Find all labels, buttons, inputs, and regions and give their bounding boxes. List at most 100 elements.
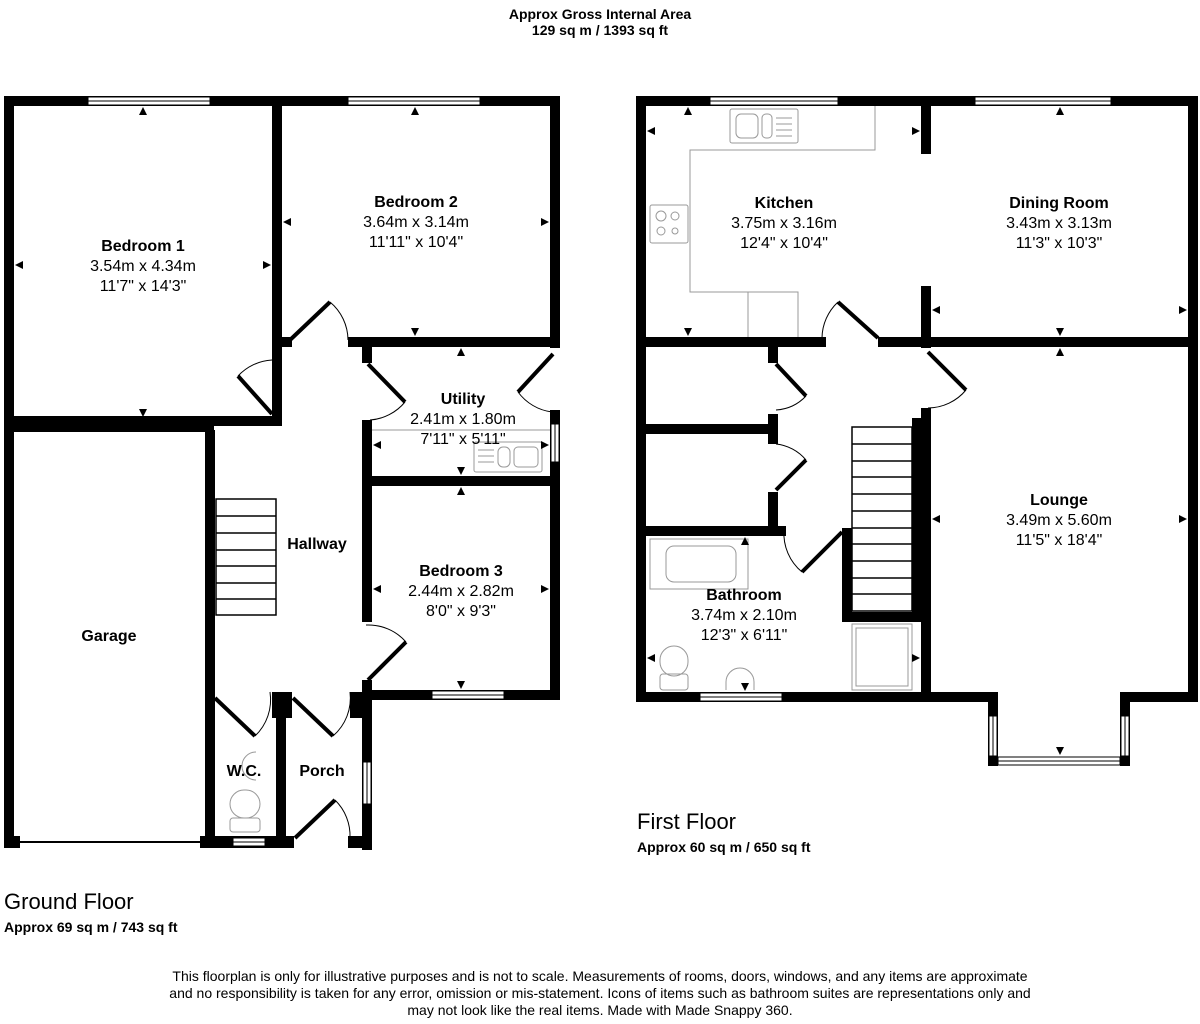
room-name-porch: Porch	[299, 763, 344, 780]
wall	[4, 416, 282, 426]
room-name-bedroom-2: Bedroom 2	[374, 194, 458, 211]
wall	[842, 528, 852, 620]
gross-area-title: Approx Gross Internal Area	[508, 6, 692, 22]
first-floor-measure-arrows	[647, 107, 1187, 755]
wall	[362, 347, 372, 363]
first-floor-name: First Floor	[637, 809, 736, 834]
room-metric-kitchen: 3.75m x 3.16m	[731, 215, 837, 232]
front-door	[293, 798, 337, 840]
wall	[362, 486, 372, 622]
room-name-hallway: Hallway	[287, 536, 347, 553]
wall	[768, 414, 778, 444]
utility-sink-icon	[473, 441, 543, 473]
wc-toilet-icon	[229, 789, 261, 819]
wall	[878, 337, 1198, 347]
disclaimer: This floorplan is only for illustrative …	[160, 968, 1040, 1019]
first-floor-stairs	[851, 426, 913, 612]
wall	[768, 492, 778, 530]
wall	[550, 96, 560, 348]
room-metric-bedroom-3: 2.44m x 2.82m	[408, 583, 514, 600]
kitchen-sink-icon	[729, 108, 799, 144]
room-name-bedroom-3: Bedroom 3	[419, 563, 503, 580]
kitchen-worktop	[689, 106, 876, 337]
room-name-lounge: Lounge	[1030, 492, 1088, 509]
ground-floor-doors	[213, 300, 555, 840]
room-name-bathroom: Bathroom	[706, 587, 782, 604]
door	[516, 352, 555, 394]
wall	[348, 337, 560, 347]
ground-floor-area: Approx 69 sq m / 743 sq ft	[4, 919, 178, 935]
door	[800, 530, 844, 574]
door	[236, 374, 274, 416]
room-metric-lounge: 3.49m x 5.60m	[1006, 512, 1112, 529]
wall	[4, 96, 14, 848]
gross-area-value: 129 sq m / 1393 sq ft	[531, 22, 669, 38]
wall	[1188, 96, 1198, 702]
room-name-dining-room: Dining Room	[1009, 195, 1109, 212]
first-floor-fixtures	[649, 106, 913, 691]
first-floor-doors	[774, 300, 968, 574]
first-floor-caption: First Floor Approx 60 sq m / 650 sq ft	[637, 810, 811, 856]
wall	[646, 424, 778, 434]
ground-floor-name: Ground Floor	[4, 889, 134, 914]
wall	[921, 286, 931, 348]
room-name-utility: Utility	[441, 391, 486, 408]
disclaimer-line-2: and no responsibility is taken for any e…	[169, 985, 1031, 1001]
room-name-garage: Garage	[81, 628, 136, 645]
hob-icon	[649, 204, 689, 244]
room-name-kitchen: Kitchen	[755, 195, 814, 212]
wall	[646, 526, 786, 536]
wall	[14, 426, 214, 432]
first-floor-windows	[699, 96, 1130, 766]
wall	[205, 430, 215, 848]
wall	[362, 420, 372, 478]
wall	[362, 476, 560, 486]
wall	[921, 96, 931, 154]
wall	[272, 96, 282, 416]
wall	[912, 418, 931, 622]
wall	[4, 836, 20, 848]
room-imperial-bedroom-1: 11'7" x 14'3"	[100, 278, 187, 295]
disclaimer-line-3: may not look like the real items. Made w…	[407, 1002, 793, 1018]
room-labels: Bedroom 1 3.54m x 4.34m 11'7" x 14'3" Be…	[81, 194, 1111, 780]
wall	[362, 680, 372, 700]
room-imperial-utility: 7'11" x 5'11"	[420, 431, 505, 448]
basin-icon	[725, 667, 755, 690]
disclaimer-line-1: This floorplan is only for illustrative …	[172, 968, 1028, 984]
wall	[350, 692, 366, 718]
bath-icon	[649, 538, 749, 590]
door	[288, 300, 332, 342]
door	[366, 362, 407, 404]
wall	[348, 836, 372, 848]
room-imperial-bedroom-2: 11'11" x 10'4"	[369, 234, 463, 251]
door	[836, 300, 880, 340]
room-metric-dining-room: 3.43m x 3.13m	[1006, 215, 1112, 232]
toilet-icon	[659, 645, 689, 677]
ground-floor-fixtures	[229, 429, 550, 833]
ground-floor-caption: Ground Floor Approx 69 sq m / 743 sq ft	[4, 890, 178, 936]
wall	[636, 96, 646, 702]
room-name-bedroom-1: Bedroom 1	[101, 238, 185, 255]
wall	[282, 337, 292, 347]
gross-area-header: Approx Gross Internal Area 129 sq m / 13…	[0, 6, 1200, 38]
wall	[1120, 692, 1198, 702]
ground-floor-windows	[87, 96, 560, 847]
door	[774, 362, 808, 398]
ground-floor-plan	[4, 96, 560, 850]
room-imperial-kitchen: 12'4" x 10'4"	[740, 235, 828, 252]
room-imperial-dining-room: 11'3" x 10'3"	[1016, 235, 1103, 252]
wall	[276, 692, 286, 848]
door	[213, 696, 257, 738]
wall	[636, 96, 1198, 106]
wc-basin-icon	[241, 751, 257, 781]
door	[926, 350, 968, 392]
room-metric-bathroom: 3.74m x 2.10m	[691, 607, 797, 624]
ground-floor-stairs	[215, 498, 277, 616]
shower-icon	[851, 623, 913, 691]
room-metric-bedroom-1: 3.54m x 4.34m	[90, 258, 196, 275]
room-imperial-lounge: 11'5" x 18'4"	[1016, 532, 1103, 549]
room-imperial-bathroom: 12'3" x 6'11"	[701, 627, 788, 644]
room-imperial-bedroom-3: 8'0" x 9'3"	[426, 603, 496, 620]
room-metric-utility: 2.41m x 1.80m	[410, 411, 516, 428]
